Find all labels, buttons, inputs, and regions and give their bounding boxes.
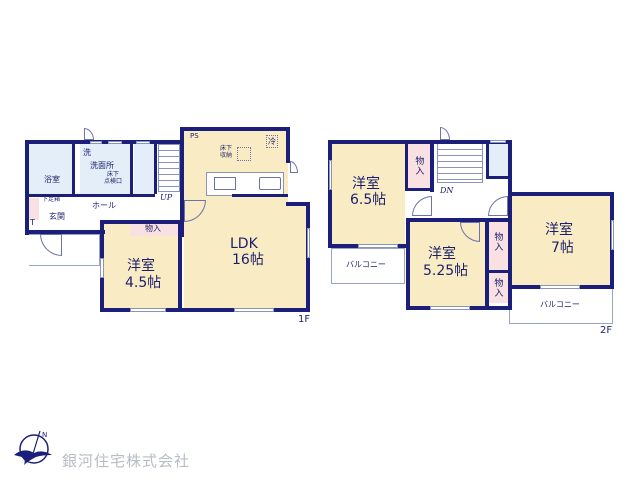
washroom-label: 洗面所 [90, 161, 114, 170]
ldk-room-ext [286, 206, 308, 309]
floor-tag-1f: 1F [298, 314, 311, 325]
western-room-label-1f: 洋室 [127, 258, 155, 274]
washer-label: 洗 [83, 148, 91, 157]
shoebox-label: 下足箱 [42, 196, 61, 203]
stove-icon [259, 177, 281, 190]
fridge-label: 冷 [266, 135, 278, 149]
washroom [80, 144, 132, 194]
room-7-label: 洋室 [545, 222, 573, 238]
room-6-5-size: 6.5帖 [350, 192, 387, 208]
room-5-25-size: 5.25帖 [423, 263, 469, 279]
ps-label: PS [190, 132, 199, 140]
compass-bird-icon: N [14, 430, 52, 465]
up-label: UP [160, 193, 173, 202]
western-room-6-5 [332, 144, 405, 244]
storage-2f-3 [488, 273, 508, 303]
western-room-7 [512, 196, 610, 286]
room-6-5-label: 洋室 [352, 176, 380, 192]
ldk-size: 16帖 [232, 252, 264, 268]
dn-label: DN [440, 186, 454, 195]
underfloor-hatch [237, 147, 251, 161]
storage-2f-3-label: 物入 [492, 278, 503, 298]
ldk-label: LDK [230, 236, 258, 252]
storage-2f-1-label: 物入 [413, 156, 424, 176]
storage-2f-2 [488, 222, 508, 270]
room-7-size: 7帖 [551, 240, 574, 256]
underfloor-storage-label: 床下 収納 [220, 145, 233, 159]
western-room-1f [104, 224, 180, 308]
western-room-size-1f: 4.5帖 [125, 275, 162, 291]
company-name: 銀河住宅株式会社 [62, 452, 191, 470]
balcony-1 [331, 248, 405, 284]
storage-2f-1 [408, 144, 430, 190]
stairs-1f [158, 144, 180, 192]
bath-room [27, 144, 72, 194]
balcony-1-label: バルコニー [346, 260, 386, 269]
entrance-label: 玄関 [49, 212, 65, 221]
stairs-2f [437, 143, 483, 183]
floor-tag-2f: 2F [600, 325, 613, 336]
storage-1f [130, 222, 178, 236]
t-label: T [30, 218, 35, 227]
toilet-1f [134, 144, 156, 194]
inspection-label: 床下 点検口 [104, 171, 123, 185]
svg-text:N: N [42, 431, 47, 439]
shoebox [29, 198, 39, 220]
toilet-2f [489, 143, 509, 176]
balcony-2-label: バルコニー [540, 300, 580, 309]
storage-2f-2-label: 物入 [492, 232, 503, 252]
storage-label-1f: 物入 [145, 224, 161, 233]
ldk-room [184, 131, 288, 309]
room-5-25-label: 洋室 [428, 246, 456, 262]
sink-icon [214, 177, 236, 190]
bath-label: 浴室 [44, 175, 60, 184]
hall-label: ホール [92, 201, 116, 210]
